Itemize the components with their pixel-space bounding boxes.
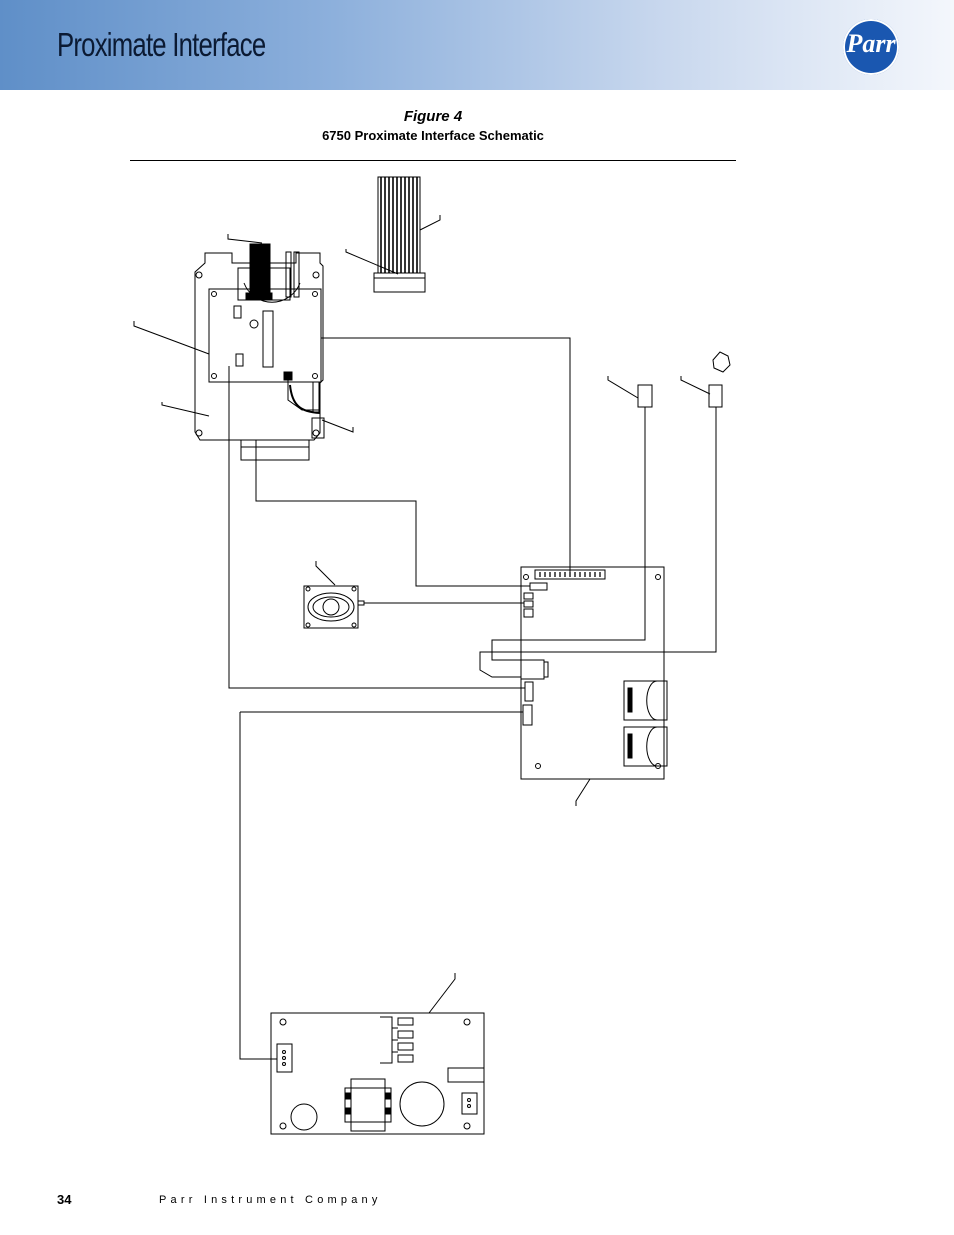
speaker: [303, 561, 365, 629]
logo-text: Parr: [846, 29, 896, 58]
figure-label: Figure 4: [403, 108, 463, 125]
page-number: 34: [57, 1192, 72, 1207]
header-band: [0, 0, 954, 90]
leader-lines-top: [227, 215, 441, 275]
leader-lines-display: [133, 321, 354, 433]
main-control-board: [520, 566, 668, 806]
figure-caption: 6750 Proximate Interface Schematic: [322, 128, 544, 143]
page-title: Proximate Interface: [57, 26, 266, 63]
wiring: [228, 337, 717, 1060]
caption-rule: [130, 160, 736, 161]
display-assembly: [194, 243, 325, 461]
parr-logo: Parr: [843, 19, 899, 75]
sensor-connectors: [607, 351, 731, 408]
ribbon-cable: [373, 176, 426, 293]
company-name: Parr Instrument Company: [159, 1194, 382, 1206]
power-supply-board: [270, 973, 485, 1135]
